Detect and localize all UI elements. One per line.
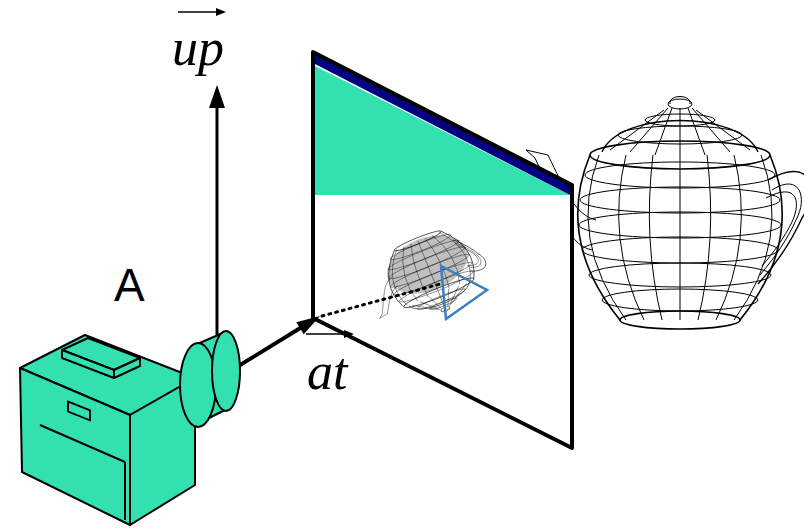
camera-label: A bbox=[114, 262, 145, 308]
vector-label: at bbox=[307, 346, 347, 398]
vector-label: up bbox=[172, 22, 224, 74]
